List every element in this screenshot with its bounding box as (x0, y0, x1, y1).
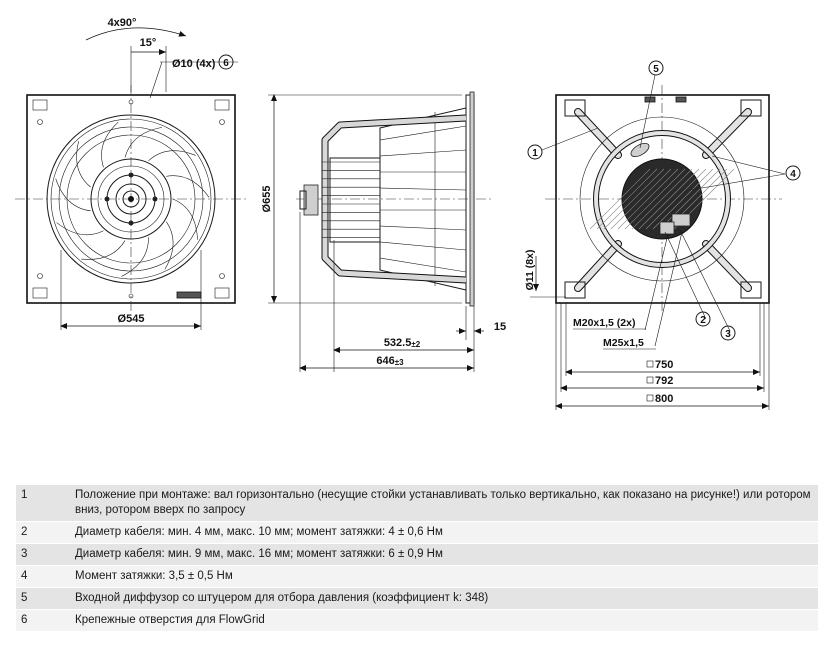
motor-hatch (610, 168, 672, 230)
side-depth2-tol: ±3 (395, 358, 404, 367)
motor-hatch (624, 168, 686, 230)
callout-4: 4 (790, 169, 796, 180)
motor-hatch (638, 168, 700, 230)
side-flange-label: 15 (494, 321, 506, 333)
rear-w1-label: 750 (655, 359, 673, 371)
callout-1: 1 (532, 148, 538, 159)
callout-5: 5 (653, 64, 659, 75)
impeller-blade (121, 237, 149, 277)
rear-holes-label: Ø11 (8x) (524, 250, 536, 291)
callout-6: 6 (223, 58, 229, 69)
front-holes-label: Ø10 (4x) (172, 58, 216, 70)
motor-hatch (596, 168, 658, 230)
legend-number: 5 (16, 587, 69, 610)
front-angle2-label: 15° (140, 37, 157, 49)
callout-3: 3 (725, 329, 731, 340)
rear-w2-label: 792 (655, 375, 673, 387)
impeller-blade (166, 175, 210, 198)
motor-hatch (631, 168, 693, 230)
callout-2: 2 (700, 315, 706, 326)
rear-gland2-label: M25x1,5 (603, 337, 644, 349)
legend-text: Крепежные отверстия для FlowGrid (69, 609, 818, 632)
impeller-blade (172, 198, 198, 240)
front-diameter-label: Ø545 (118, 313, 145, 325)
legend-number: 3 (16, 543, 69, 566)
legend-number: 6 (16, 609, 69, 632)
motor-hatch (603, 168, 665, 230)
impeller-blade (76, 141, 91, 188)
legend-text: Момент затяжки: 3,5 ± 0,5 Нм (69, 565, 818, 588)
side-view: Ø655 532.5±2 646±3 15 (261, 91, 506, 372)
legend-text: Положение при монтаже: вал горизонтально… (69, 485, 818, 522)
impeller-blade (56, 222, 104, 236)
impeller-blade (55, 178, 91, 212)
impeller-blade (164, 221, 174, 270)
legend-number: 1 (16, 485, 69, 522)
legend-text: Диаметр кабеля: мин. 4 мм, макс. 10 мм; … (69, 521, 818, 544)
side-depth1-label: 532.5 (384, 337, 412, 349)
rear-w3-label: 800 (655, 393, 673, 405)
front-angle-label: 4x90° (108, 17, 137, 29)
legend-text: Диаметр кабеля: мин. 9 мм, макс. 16 мм; … (69, 543, 818, 566)
impeller-blade (124, 127, 162, 158)
side-depth2-label: 646 (376, 355, 394, 367)
motor-hatch (659, 168, 721, 230)
rear-gland1-label: M20x1,5 (2x) (573, 317, 635, 329)
impeller-blade (148, 150, 196, 162)
rear-view: 1 5 4 2 3 M20x1,5 (2x) M25x1,5 Ø11 (8x) … (524, 60, 801, 410)
side-depth1-tol: ±2 (411, 340, 420, 349)
svg-text:532.5±2: 532.5±2 (384, 337, 421, 349)
motor-hatch (617, 168, 679, 230)
legend-number: 2 (16, 521, 69, 544)
front-view: 4x90° 15° Ø10 (4x) 6 Ø545 (15, 17, 247, 330)
legend-text: Входной диффузор со штуцером для отбора … (69, 587, 818, 610)
impeller-blade (81, 240, 126, 260)
legend-number: 4 (16, 565, 69, 588)
impeller-blade (101, 121, 119, 168)
motor-hatch (645, 168, 707, 230)
side-height-label: Ø655 (261, 186, 273, 213)
motor-hatch (652, 168, 714, 230)
svg-text:646±3: 646±3 (376, 355, 404, 367)
motor-hatch (589, 168, 651, 230)
technical-drawing: 4x90° 15° Ø10 (4x) 6 Ø545 (15, 17, 801, 410)
